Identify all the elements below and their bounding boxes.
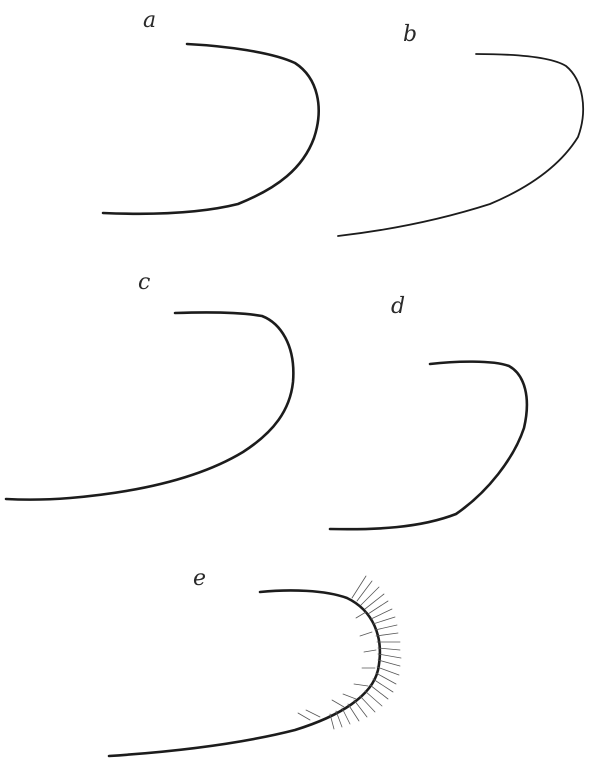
panel-label-d: d (391, 296, 405, 318)
panel-label-c: c (138, 272, 150, 294)
outline-d (330, 362, 527, 530)
panel-label-b: b (403, 24, 417, 46)
outline-e (109, 590, 380, 756)
outline-c (6, 312, 293, 499)
panel-label-e: e (193, 568, 206, 590)
outline-b (338, 54, 583, 236)
panel-label-a: a (143, 10, 156, 32)
outline-a (103, 44, 319, 214)
